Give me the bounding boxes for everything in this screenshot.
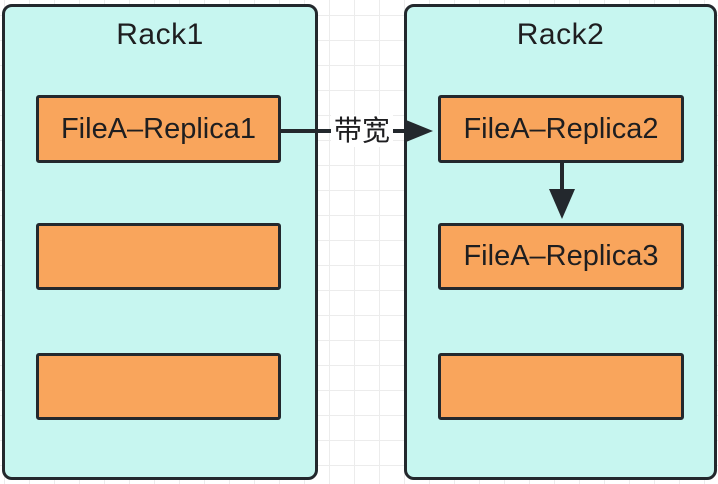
node-filea-replica1: FileA–Replica1 bbox=[36, 95, 281, 163]
node-rack1-empty-slot-1 bbox=[36, 223, 281, 290]
node-rack2-empty-slot-1 bbox=[438, 353, 684, 420]
rack2-title: Rack2 bbox=[516, 18, 605, 51]
node-rack1-empty-slot-2 bbox=[36, 353, 281, 420]
edge-label-bandwidth: 带宽 bbox=[330, 115, 394, 147]
node-filea-replica2: FileA–Replica2 bbox=[438, 95, 684, 163]
rack1-title: Rack1 bbox=[116, 18, 204, 51]
node-filea-replica3: FileA–Replica3 bbox=[438, 223, 684, 290]
